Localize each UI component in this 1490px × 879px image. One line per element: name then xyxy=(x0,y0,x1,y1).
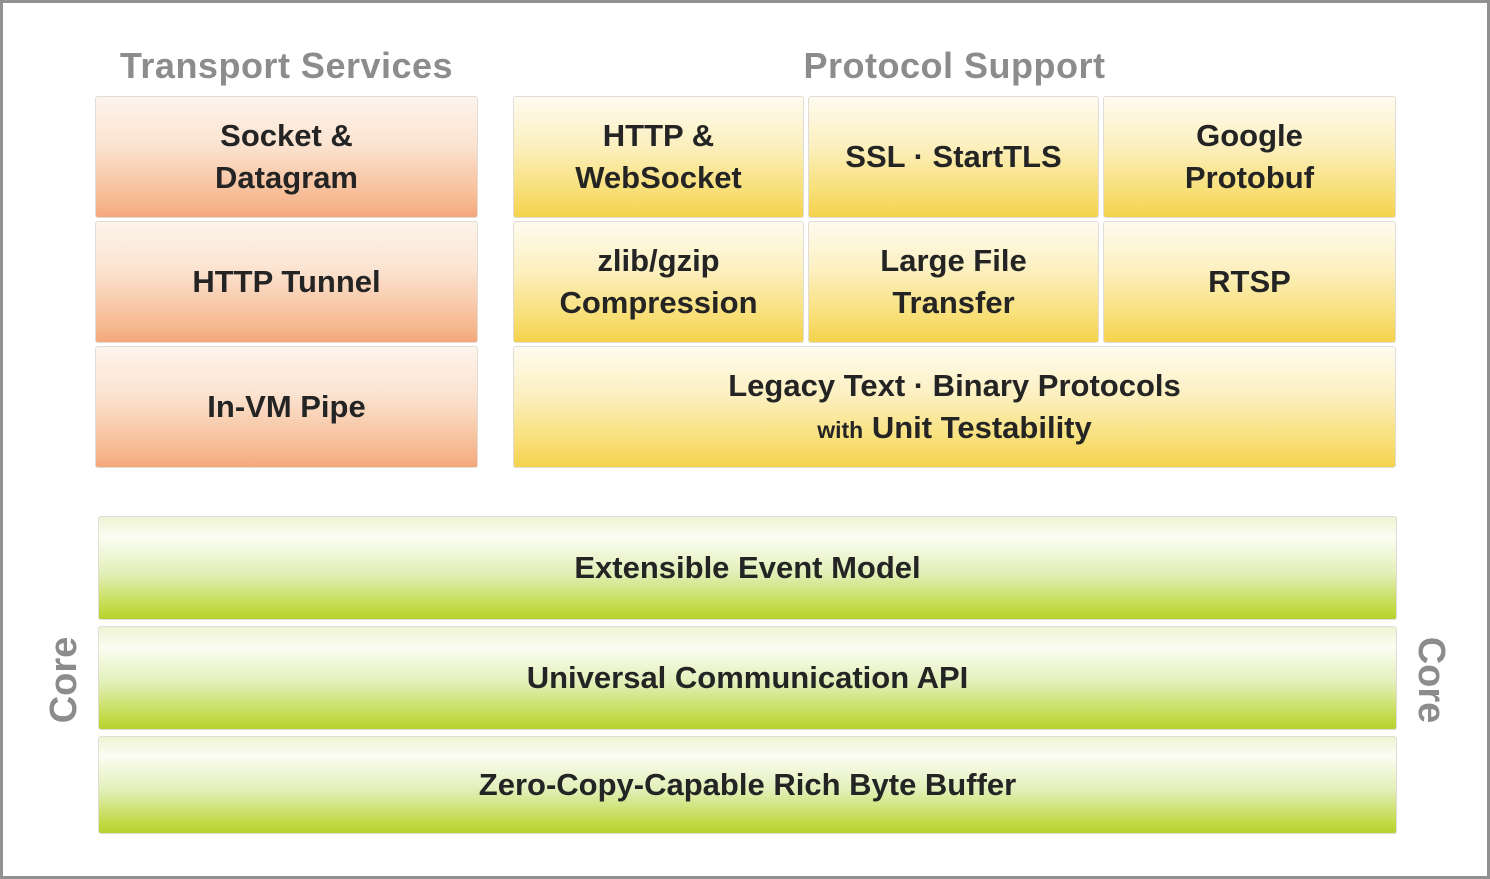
box-http-websocket: HTTP & WebSocket xyxy=(513,96,804,218)
box-label: Google Protobuf xyxy=(1184,118,1315,195)
box-http-tunnel: HTTP Tunnel xyxy=(95,221,478,343)
box-label: SSL · StartTLS xyxy=(845,139,1062,175)
box-label: In-VM Pipe xyxy=(207,389,366,425)
legacy-line2-prefix: with xyxy=(817,417,864,443)
box-label: zlib/gzip Compression xyxy=(559,243,758,320)
core-label-right: Core xyxy=(1410,636,1452,724)
transport-services-title: Transport Services xyxy=(119,45,454,86)
box-universal-communication-api: Universal Communication API xyxy=(98,626,1397,730)
legacy-line2: with Unit Testability xyxy=(728,407,1181,449)
box-label: Universal Communication API xyxy=(526,660,969,696)
box-ssl-starttls: SSL · StartTLS xyxy=(808,96,1099,218)
box-label: HTTP Tunnel xyxy=(192,264,381,300)
box-label: HTTP & WebSocket xyxy=(575,118,742,195)
box-extensible-event-model: Extensible Event Model xyxy=(98,516,1397,620)
box-rtsp: RTSP xyxy=(1103,221,1396,343)
box-zlib-gzip-compression: zlib/gzip Compression xyxy=(513,221,804,343)
box-legacy-binary-protocols: Legacy Text · Binary Protocols with Unit… xyxy=(513,346,1396,468)
legacy-line1: Legacy Text · Binary Protocols xyxy=(728,368,1181,404)
core-label-left: Core xyxy=(43,636,85,724)
legacy-line2-main: Unit Testability xyxy=(871,410,1092,445)
box-google-protobuf: Google Protobuf xyxy=(1103,96,1396,218)
box-label: Zero-Copy-Capable Rich Byte Buffer xyxy=(478,767,1017,803)
box-zero-copy-byte-buffer: Zero-Copy-Capable Rich Byte Buffer xyxy=(98,736,1397,834)
box-socket-datagram: Socket & Datagram xyxy=(95,96,478,218)
box-label: Socket & Datagram xyxy=(215,118,358,195)
box-label: Legacy Text · Binary Protocols with Unit… xyxy=(728,365,1181,449)
protocol-support-title: Protocol Support xyxy=(803,45,1106,86)
box-label: RTSP xyxy=(1208,264,1291,300)
box-label: Extensible Event Model xyxy=(574,550,921,586)
box-in-vm-pipe: In-VM Pipe xyxy=(95,346,478,468)
box-label: Large File Transfer xyxy=(880,243,1027,320)
box-large-file-transfer: Large File Transfer xyxy=(808,221,1099,343)
